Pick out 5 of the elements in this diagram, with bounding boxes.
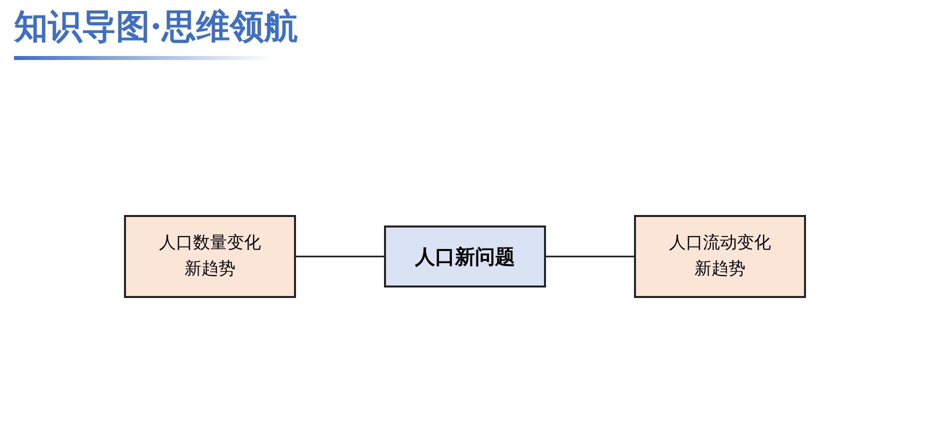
node-box: 人口流动变化新趋势 [634,215,806,298]
node-box: 人口新问题 [384,226,546,288]
node-box: 人口数量变化新趋势 [124,215,296,298]
connector [545,256,635,258]
connector [295,256,385,258]
